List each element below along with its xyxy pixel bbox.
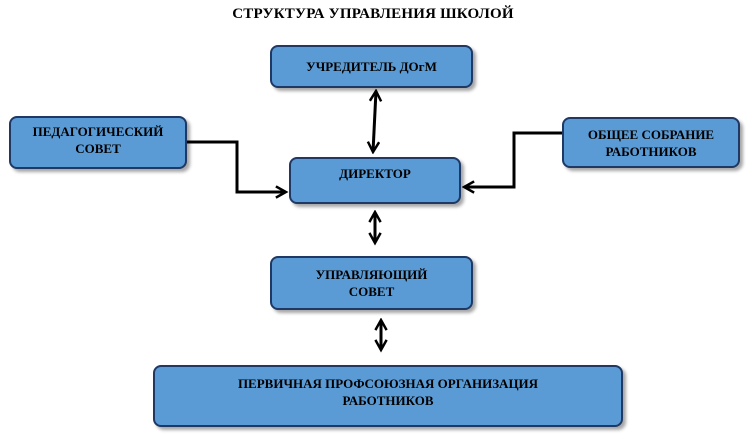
connector-general-meeting-to-director <box>464 131 562 187</box>
node-trade-union: ПЕРВИЧНАЯ ПРОФСОЮЗНАЯ ОРГАНИЗАЦИЯ РАБОТН… <box>153 365 623 427</box>
node-governing-council-label: УПРАВЛЯЮЩИЙ СОВЕТ <box>315 267 428 299</box>
node-director: ДИРЕКТОР <box>289 157 461 204</box>
node-trade-union-label: ПЕРВИЧНАЯ ПРОФСОЮЗНАЯ ОРГАНИЗАЦИЯ РАБОТН… <box>237 376 539 408</box>
node-pedagogical-council-label: ПЕДАГОГИЧЕСКИЙ СОВЕТ <box>32 124 164 156</box>
node-pedagogical-council: ПЕДАГОГИЧЕСКИЙ СОВЕТ <box>9 116 187 169</box>
node-general-meeting: ОБЩЕЕ СОБРАНИЕ РАБОТНИКОВ <box>562 117 740 168</box>
connector-pedagogical-to-director <box>187 140 286 192</box>
connector-founder-director <box>373 91 376 152</box>
node-director-label: ДИРЕКТОР <box>339 166 411 181</box>
node-founder-label: УЧРЕДИТЕЛЬ ДОгМ <box>306 59 437 74</box>
node-founder: УЧРЕДИТЕЛЬ ДОгМ <box>270 45 473 88</box>
node-general-meeting-label: ОБЩЕЕ СОБРАНИЕ РАБОТНИКОВ <box>587 126 715 159</box>
node-governing-council: УПРАВЛЯЮЩИЙ СОВЕТ <box>270 256 473 310</box>
diagram-title: СТРУКТУРА УПРАВЛЕНИЯ ШКОЛОЙ <box>232 6 514 22</box>
